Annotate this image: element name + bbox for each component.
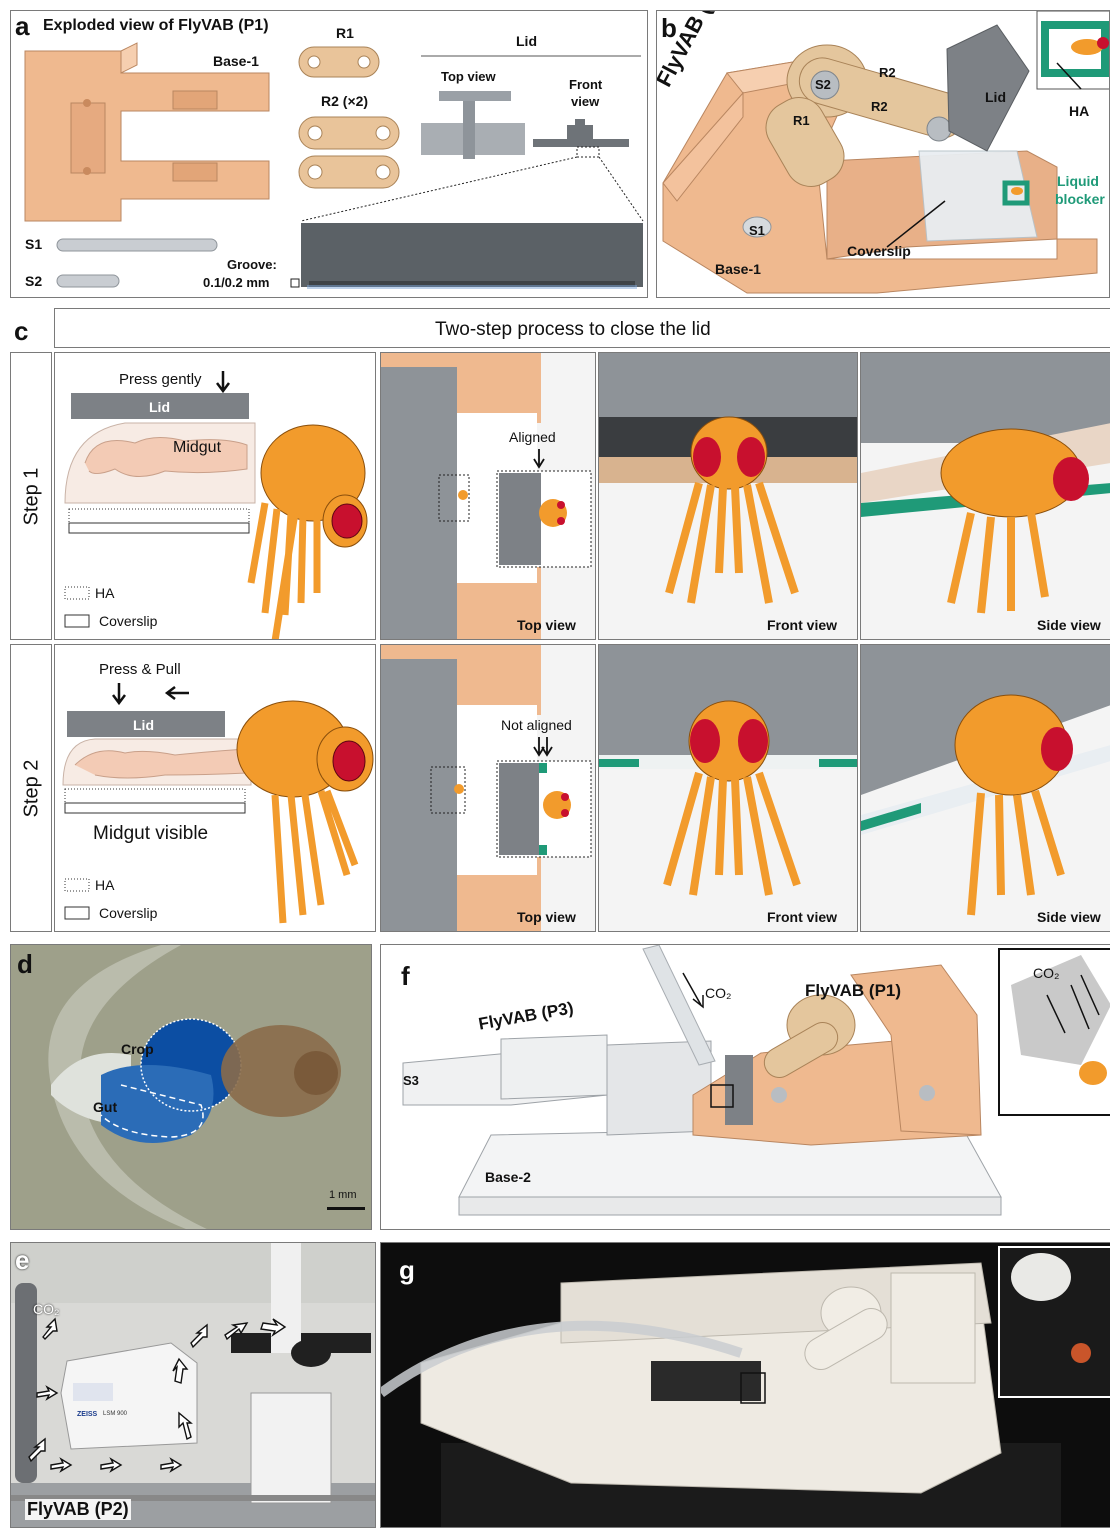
step1-side-view: Side view xyxy=(860,352,1110,640)
front-view-label-1: Front view xyxy=(767,617,837,633)
coverslip-legend-1: Coverslip xyxy=(99,613,157,629)
aligned-label: Aligned xyxy=(509,429,556,445)
step1-box: Step 1 xyxy=(10,352,52,640)
side-view-label-2: Side view xyxy=(1037,909,1101,925)
top-view-label: Top view xyxy=(441,69,496,84)
co2-label: CO₂ xyxy=(33,1301,59,1317)
base-1-shape xyxy=(25,43,269,221)
panel-b: b FlyVAB (P1) S2 R2 R2 R1 Lid HA Liquid … xyxy=(656,10,1110,298)
s2-rod xyxy=(57,275,119,287)
groove-label-1: Groove: xyxy=(227,257,277,272)
panel-e-label: e xyxy=(15,1247,29,1273)
inset-co2-label: CO₂ xyxy=(1033,965,1059,981)
panel-g-label: g xyxy=(399,1257,415,1283)
gut-label: Gut xyxy=(93,1099,117,1115)
press-gently-label: Press gently xyxy=(119,371,202,388)
groove-label-2: 0.1/0.2 mm xyxy=(203,275,270,290)
press-pull-label: Press & Pull xyxy=(99,661,181,678)
p1-label: FlyVAB (P1) xyxy=(805,981,901,1001)
fly-side-1 xyxy=(251,425,367,640)
s3-label: S3 xyxy=(403,1073,419,1088)
ha-legend-1: HA xyxy=(95,585,114,601)
r2-label: R2 (×2) xyxy=(321,93,368,109)
r1-shape xyxy=(299,47,379,77)
front-view-label-2: Front view xyxy=(767,909,837,925)
s1-label: S1 xyxy=(749,223,765,238)
coverslip-legend-2: Coverslip xyxy=(99,905,157,921)
liquid-label-1: Liquid xyxy=(1057,173,1099,189)
panel-f: f CO₂ FlyVAB (P1) FlyVAB (P3) S3 Base-2 … xyxy=(380,944,1110,1230)
step2-box: Step 2 xyxy=(10,644,52,932)
scale-label: 1 mm xyxy=(329,1189,357,1201)
panel-c-header: Two-step process to close the lid xyxy=(54,308,1110,348)
coverslip-label: Coverslip xyxy=(847,243,911,259)
groove-zoom xyxy=(301,223,643,289)
top-view-label-1: Top view xyxy=(517,617,576,633)
r1-label: R1 xyxy=(336,25,354,41)
step2-front-view: Front view xyxy=(598,644,858,932)
midgut-label: Midgut xyxy=(173,439,221,457)
step1-top-view: Aligned Top view xyxy=(380,352,596,640)
step2-side-view: Side view xyxy=(860,644,1110,932)
step2-schematic: Press & Pull Lid Midgut visible HA Cover… xyxy=(54,644,376,932)
zeiss-brand: ZEISS xyxy=(77,1411,97,1418)
front-view-label-2: view xyxy=(571,94,599,109)
ha-legend-2: HA xyxy=(95,877,114,893)
lid-top-view xyxy=(421,91,525,159)
liquid-label-2: blocker xyxy=(1055,191,1105,207)
crop-label: Crop xyxy=(121,1041,154,1057)
panel-a: a Exploded view of FlyVAB (P1) xyxy=(10,10,648,298)
lid-label-1: Lid xyxy=(149,399,170,415)
base-1-label: Base-1 xyxy=(715,261,761,277)
step2-top-view: Not aligned Top view xyxy=(380,644,596,932)
panel-d-label: d xyxy=(17,951,33,977)
panel-g: g xyxy=(380,1242,1110,1528)
panel-a-drawing xyxy=(11,11,648,298)
lid-label-2: Lid xyxy=(133,717,154,733)
r1-label: R1 xyxy=(793,113,810,128)
midgut-visible-label: Midgut visible xyxy=(93,823,208,845)
base-1-label: Base-1 xyxy=(213,53,259,69)
panel-d: d Crop Gut 1 mm xyxy=(10,944,372,1230)
lid-label: Lid xyxy=(516,33,537,49)
base-2-label: Base-2 xyxy=(485,1169,531,1185)
s2-label: S2 xyxy=(25,273,42,289)
step1-schematic: Press gently Lid Midgut HA Coverslip xyxy=(54,352,376,640)
lid-front-view xyxy=(533,119,629,157)
side-view-label-1: Side view xyxy=(1037,617,1101,633)
r2b-label: R2 xyxy=(871,99,888,114)
step1-label: Step 1 xyxy=(21,462,44,532)
device-label: FlyVAB (P2) xyxy=(25,1499,131,1520)
panel-f-label: f xyxy=(401,963,410,989)
s1-rod xyxy=(57,239,217,251)
step1-front-view: Front view xyxy=(598,352,858,640)
s1-label: S1 xyxy=(25,236,42,252)
front-view-label-1: Front xyxy=(569,77,602,92)
top-view-label-2: Top view xyxy=(517,909,576,925)
co2-label: CO₂ xyxy=(705,985,731,1001)
step2-label: Step 2 xyxy=(21,754,44,824)
r2a-label: R2 xyxy=(879,65,896,80)
panel-c-header-text: Two-step process to close the lid xyxy=(435,319,711,341)
panel-e: e CO₂ ZEISS LSM 900 FlyVAB (P2) xyxy=(10,1242,376,1528)
lsm-model: LSM 900 xyxy=(103,1411,127,1417)
s2-label: S2 xyxy=(815,77,831,92)
lid-label: Lid xyxy=(985,89,1006,105)
ha-label: HA xyxy=(1069,103,1089,119)
panel-c-label: c xyxy=(14,318,28,344)
fly-side-2 xyxy=(237,701,373,923)
r2-shape xyxy=(299,117,399,188)
not-aligned-label: Not aligned xyxy=(501,717,572,733)
